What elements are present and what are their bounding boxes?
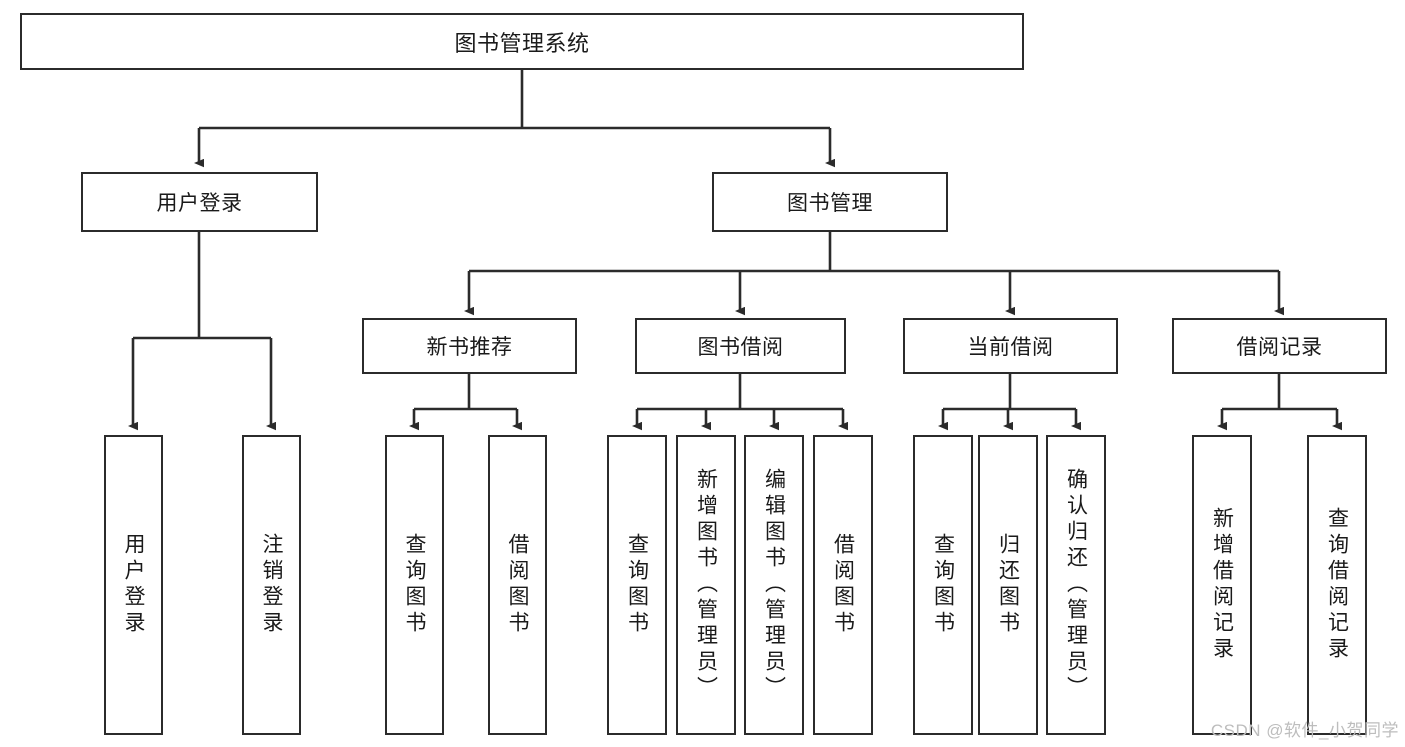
node-label: 新增借阅记录 [1210,507,1234,663]
node-current-borrow[interactable]: 当前借阅 [903,318,1118,374]
node-label: 借阅图书 [831,533,855,637]
leaf-user-login-logout[interactable]: 注销登录 [242,435,301,735]
node-borrow-record[interactable]: 借阅记录 [1172,318,1387,374]
node-label: 图书管理 [787,192,873,215]
node-label: 新增图书（管理员） [694,468,718,702]
node-label: 确认归还（管理员） [1064,468,1088,702]
node-label: 图书管理系统 [454,30,590,56]
watermark-text: CSDN @软件_小贺同学 [1210,721,1399,740]
node-label: 借阅记录 [1236,336,1323,359]
leaf-borrow-query-book[interactable]: 查询图书 [607,435,667,735]
node-label: 归还图书 [996,533,1020,637]
leaf-borrow-add-book-admin[interactable]: 新增图书（管理员） [676,435,736,735]
node-label: 当前借阅 [967,336,1054,359]
node-label: 新书推荐 [426,336,513,359]
node-user-login[interactable]: 用户登录 [81,172,318,232]
node-book-borrow[interactable]: 图书借阅 [635,318,846,374]
leaf-recommend-borrow-book[interactable]: 借阅图书 [488,435,547,735]
leaf-record-query-record[interactable]: 查询借阅记录 [1307,435,1367,735]
node-book-management[interactable]: 图书管理 [712,172,948,232]
node-label: 用户登录 [156,192,243,215]
leaf-record-add-record[interactable]: 新增借阅记录 [1192,435,1252,735]
leaf-recommend-query-book[interactable]: 查询图书 [385,435,444,735]
leaf-borrow-borrow-book[interactable]: 借阅图书 [813,435,873,735]
leaf-borrow-edit-book-admin[interactable]: 编辑图书（管理员） [744,435,804,735]
leaf-user-login-login[interactable]: 用户登录 [104,435,163,735]
leaf-current-return-book[interactable]: 归还图书 [978,435,1038,735]
node-label: 编辑图书（管理员） [762,468,786,702]
node-label: 借阅图书 [506,533,529,637]
node-label: 注销登录 [260,533,283,637]
node-label: 查询图书 [625,533,649,637]
node-label: 查询图书 [931,533,955,637]
node-label: 图书借阅 [697,336,784,359]
node-new-book-recommend[interactable]: 新书推荐 [362,318,577,374]
node-label: 查询借阅记录 [1325,507,1349,663]
node-label: 用户登录 [122,533,145,637]
node-root-system[interactable]: 图书管理系统 [20,13,1024,70]
leaf-current-confirm-return-admin[interactable]: 确认归还（管理员） [1046,435,1106,735]
leaf-current-query-book[interactable]: 查询图书 [913,435,973,735]
node-label: 查询图书 [403,533,426,637]
